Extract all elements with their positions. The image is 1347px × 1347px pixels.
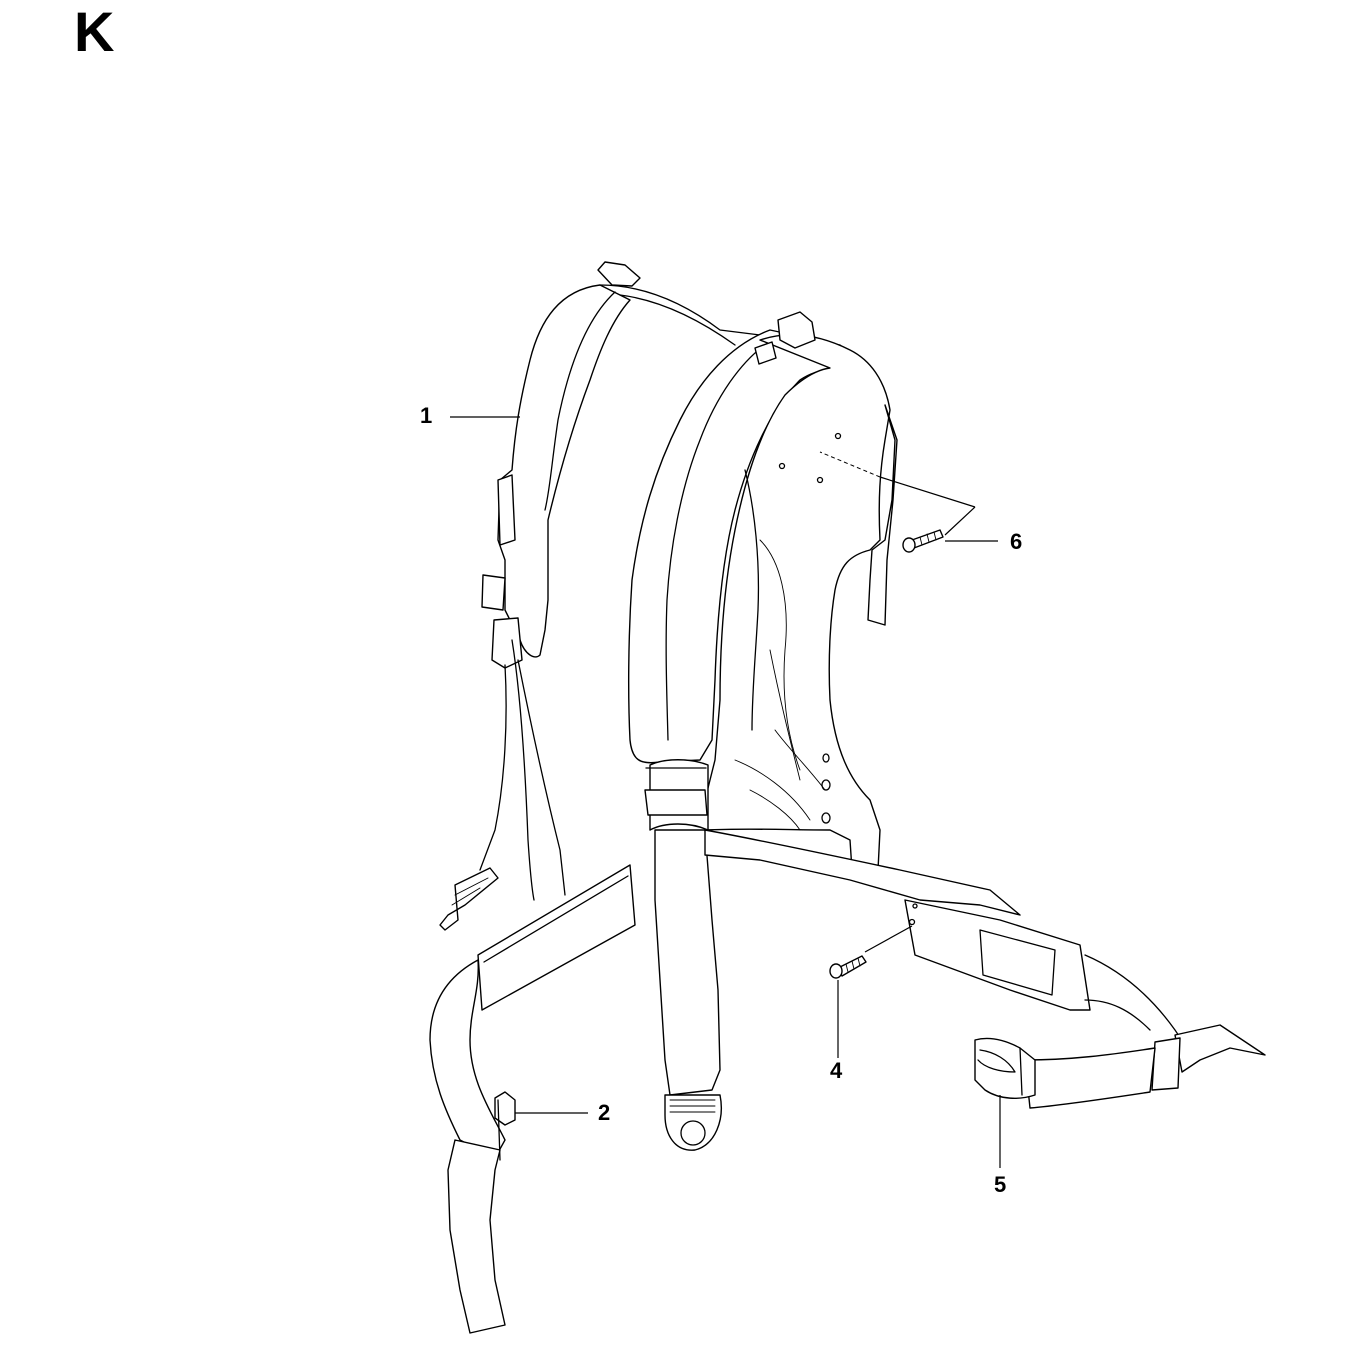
callout-4: 4 — [830, 1058, 843, 1083]
screw-lower — [829, 955, 867, 979]
section-letter: K — [74, 0, 115, 63]
front-shoulder-strap — [627, 311, 898, 881]
waist-belt-right — [704, 829, 1266, 1109]
callout-6: 6 — [1010, 529, 1023, 554]
callout-5: 5 — [994, 1172, 1007, 1197]
front-strap-buckle — [644, 759, 722, 1151]
rear-shoulder-strap — [439, 261, 761, 931]
screw-upper — [902, 529, 944, 553]
callout-2: 2 — [598, 1100, 611, 1125]
belt-buckle-clip — [974, 1037, 1036, 1099]
callout-1: 1 — [420, 403, 433, 428]
leader-lines — [450, 416, 1001, 1168]
waist-belt-left — [429, 864, 636, 1334]
